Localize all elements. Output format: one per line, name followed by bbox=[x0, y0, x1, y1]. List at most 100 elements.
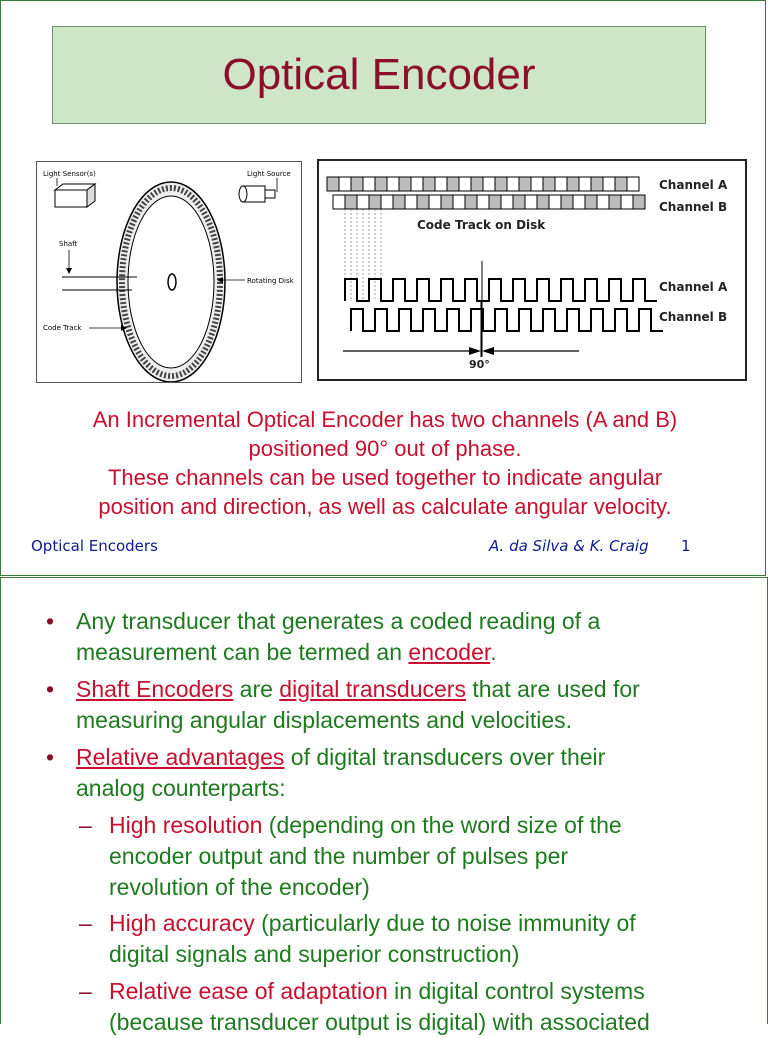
track-segment bbox=[632, 194, 646, 210]
track-segment bbox=[362, 176, 376, 192]
bullet-2-line-2: measuring angular displacements and velo… bbox=[76, 707, 573, 733]
track-segment bbox=[512, 194, 526, 210]
light-sensor-icon bbox=[53, 183, 97, 208]
caption-line-3: These channels can be used together to i… bbox=[107, 465, 663, 490]
track-segment bbox=[446, 176, 460, 192]
track-segment bbox=[386, 176, 400, 192]
sub-bullet-dash: – bbox=[79, 978, 92, 1004]
track-segment bbox=[428, 194, 442, 210]
footer-authors: A. da Silva & K. Craig bbox=[489, 537, 649, 555]
track-segment bbox=[620, 194, 634, 210]
channel-b-wave-label: Channel B bbox=[659, 310, 727, 324]
track-segment bbox=[404, 194, 418, 210]
track-segment bbox=[488, 194, 502, 210]
track-segment bbox=[440, 194, 454, 210]
channel-b-code-track bbox=[332, 194, 646, 210]
alignment-guides bbox=[344, 209, 382, 301]
channel-b-track-label: Channel B bbox=[659, 200, 727, 214]
bullet-1-line-2: measurement can be termed an encoder. bbox=[76, 639, 497, 665]
track-segment bbox=[332, 194, 346, 210]
channel-timing-figure: Channel A Channel B Code Track on Disk C… bbox=[317, 159, 747, 381]
sub-bullet-1-line-1: High resolution (depending on the word s… bbox=[109, 812, 622, 838]
bullet-3-line-2: analog counterparts: bbox=[76, 775, 286, 801]
track-segment bbox=[602, 176, 616, 192]
track-segment bbox=[566, 176, 580, 192]
title-box: Optical Encoder bbox=[52, 26, 706, 124]
track-segment bbox=[572, 194, 586, 210]
encoder-disk-figure: Light Sensor(s) Light Source Shaft bbox=[36, 161, 302, 383]
track-segment bbox=[524, 194, 538, 210]
track-segment bbox=[536, 194, 550, 210]
channel-a-wave-label: Channel A bbox=[659, 280, 728, 294]
code-track-label: Code Track bbox=[43, 324, 82, 332]
track-segment bbox=[470, 176, 484, 192]
sub-bullet-1-line-2: encoder output and the number of pulses … bbox=[109, 843, 569, 869]
channel-a-track-label: Channel A bbox=[659, 178, 728, 192]
track-segment bbox=[554, 176, 568, 192]
sub-bullet-1-line-3: revolution of the encoder) bbox=[109, 874, 370, 900]
slide-caption: An Incremental Optical Encoder has two c… bbox=[21, 405, 749, 521]
track-segment bbox=[434, 176, 448, 192]
term-high-resolution: High resolution bbox=[109, 812, 263, 838]
channel-a-waveform bbox=[344, 278, 657, 302]
sub-bullet-2-line-1: High accuracy (particularly due to noise… bbox=[109, 910, 636, 936]
rotating-disk-label: Rotating Disk bbox=[247, 277, 295, 285]
track-segment bbox=[590, 176, 604, 192]
sub-bullet-2-line-2: digital signals and superior constructio… bbox=[109, 941, 520, 967]
bullet-1: • Any transducer that generates a coded … bbox=[46, 606, 600, 668]
slide-2: • Any transducer that generates a coded … bbox=[0, 577, 768, 1035]
caption-line-1: An Incremental Optical Encoder has two c… bbox=[92, 407, 678, 432]
light-source-icon bbox=[238, 185, 276, 203]
channel-b-waveform bbox=[350, 308, 663, 332]
track-segment bbox=[374, 176, 388, 192]
track-segment bbox=[338, 176, 352, 192]
sub-bullet-dash: – bbox=[79, 910, 92, 936]
channel-a-code-track bbox=[326, 176, 640, 192]
track-segment bbox=[494, 176, 508, 192]
track-segment bbox=[500, 194, 514, 210]
track-segment bbox=[344, 194, 358, 210]
track-segment bbox=[608, 194, 622, 210]
sub-bullet-3-line-1: Relative ease of adaptation in digital c… bbox=[109, 978, 645, 1004]
track-segment bbox=[548, 194, 562, 210]
bullet-dot: • bbox=[46, 744, 55, 770]
track-segment bbox=[482, 176, 496, 192]
track-segment bbox=[458, 176, 472, 192]
track-segment bbox=[422, 176, 436, 192]
track-segment bbox=[518, 176, 532, 192]
sub-bullet-1: – High resolution (depending on the word… bbox=[79, 810, 622, 903]
bullet-3-line-1: Relative advantages of digital transduce… bbox=[76, 744, 606, 770]
track-segment bbox=[464, 194, 478, 210]
sub-bullet-dash: – bbox=[79, 812, 92, 838]
track-segment bbox=[614, 176, 628, 192]
track-segment bbox=[560, 194, 574, 210]
track-segment bbox=[506, 176, 520, 192]
track-segment bbox=[398, 176, 412, 192]
track-segment bbox=[368, 194, 382, 210]
rotating-disk-icon bbox=[116, 181, 226, 383]
encoder-disk-drawing: Light Sensor(s) Light Source Shaft bbox=[43, 170, 295, 383]
track-segment bbox=[596, 194, 610, 210]
track-segment bbox=[584, 194, 598, 210]
light-source-label: Light Source bbox=[247, 170, 291, 178]
track-segment bbox=[410, 176, 424, 192]
sub-bullet-3: – Relative ease of adaptation in digital… bbox=[79, 976, 650, 1038]
bullet-dot: • bbox=[46, 608, 55, 634]
track-segment bbox=[542, 176, 556, 192]
light-sensor-label: Light Sensor(s) bbox=[43, 170, 96, 178]
bullet-2-line-1: Shaft Encoders are digital transducers t… bbox=[76, 676, 640, 702]
track-segment bbox=[452, 194, 466, 210]
bullet-3: • Relative advantages of digital transdu… bbox=[46, 742, 606, 804]
term-digital-transducers: digital transducers bbox=[279, 676, 466, 702]
track-segment bbox=[326, 176, 340, 192]
footer-page-number: 1 bbox=[681, 537, 691, 555]
bullet-dot: • bbox=[46, 676, 55, 702]
term-relative-advantages: Relative advantages bbox=[76, 744, 285, 770]
track-segment bbox=[350, 176, 364, 192]
track-segment bbox=[578, 176, 592, 192]
shaft-label: Shaft bbox=[59, 240, 78, 248]
term-relative-ease-of-adaptation: Relative ease of adaptation bbox=[109, 978, 388, 1004]
track-segment bbox=[416, 194, 430, 210]
slide-1: Optical Encoder Light Sensor(s) Light So… bbox=[0, 0, 766, 576]
track-segment bbox=[356, 194, 370, 210]
